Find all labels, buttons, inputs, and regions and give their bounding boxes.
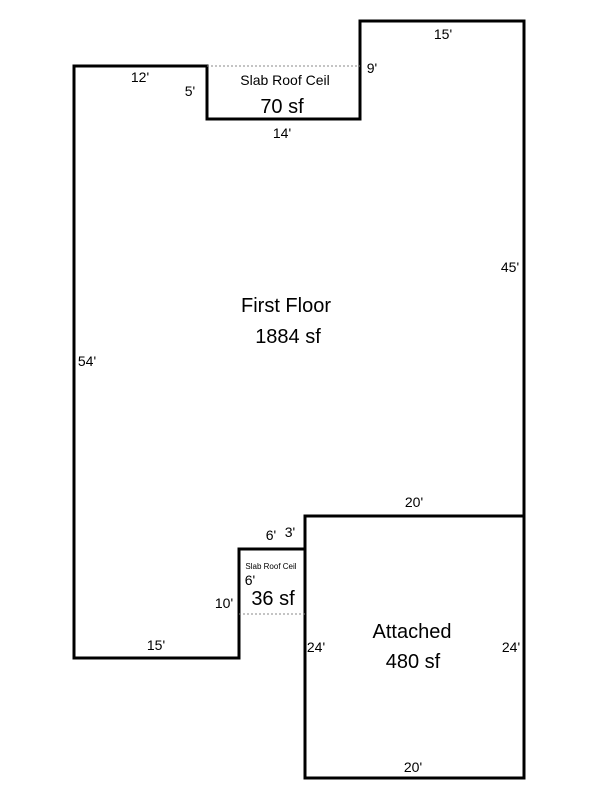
slab-bottom-area: 36 sf: [251, 588, 295, 610]
attached-area: 480 sf: [386, 651, 441, 673]
dim-notch-top-width: 6': [266, 527, 276, 543]
dim-attached-top: 20': [405, 494, 423, 510]
slab-top-label: Slab Roof Ceil: [240, 72, 330, 88]
dim-left-height: 54': [78, 353, 96, 369]
dim-attached-right: 24': [502, 639, 520, 655]
attached-label: Attached: [373, 621, 452, 643]
attached-wall: [303, 514, 526, 780]
dim-slab-top-width: 14': [273, 125, 291, 141]
dim-right-height: 45': [501, 259, 519, 275]
dim-attached-left: 24': [307, 639, 325, 655]
dim-notch-inner-width: 6': [245, 572, 255, 588]
dim-slab-top-left-height: 5': [185, 83, 195, 99]
first-floor-label: First Floor: [241, 295, 331, 317]
dim-top-right-width: 15': [434, 26, 452, 42]
dim-notch-right-height: 3': [285, 524, 295, 540]
dim-top-left-width: 12': [131, 69, 149, 85]
dim-bottom-left-width: 15': [147, 637, 165, 653]
dim-notch-left-height: 10': [215, 595, 233, 611]
first-floor-area: 1884 sf: [255, 326, 321, 348]
dim-attached-bottom: 20': [404, 759, 422, 775]
slab-top-area: 70 sf: [260, 96, 304, 118]
slab-bottom-label: Slab Roof Ceil: [245, 562, 296, 571]
dim-top-right-height: 9': [367, 60, 377, 76]
